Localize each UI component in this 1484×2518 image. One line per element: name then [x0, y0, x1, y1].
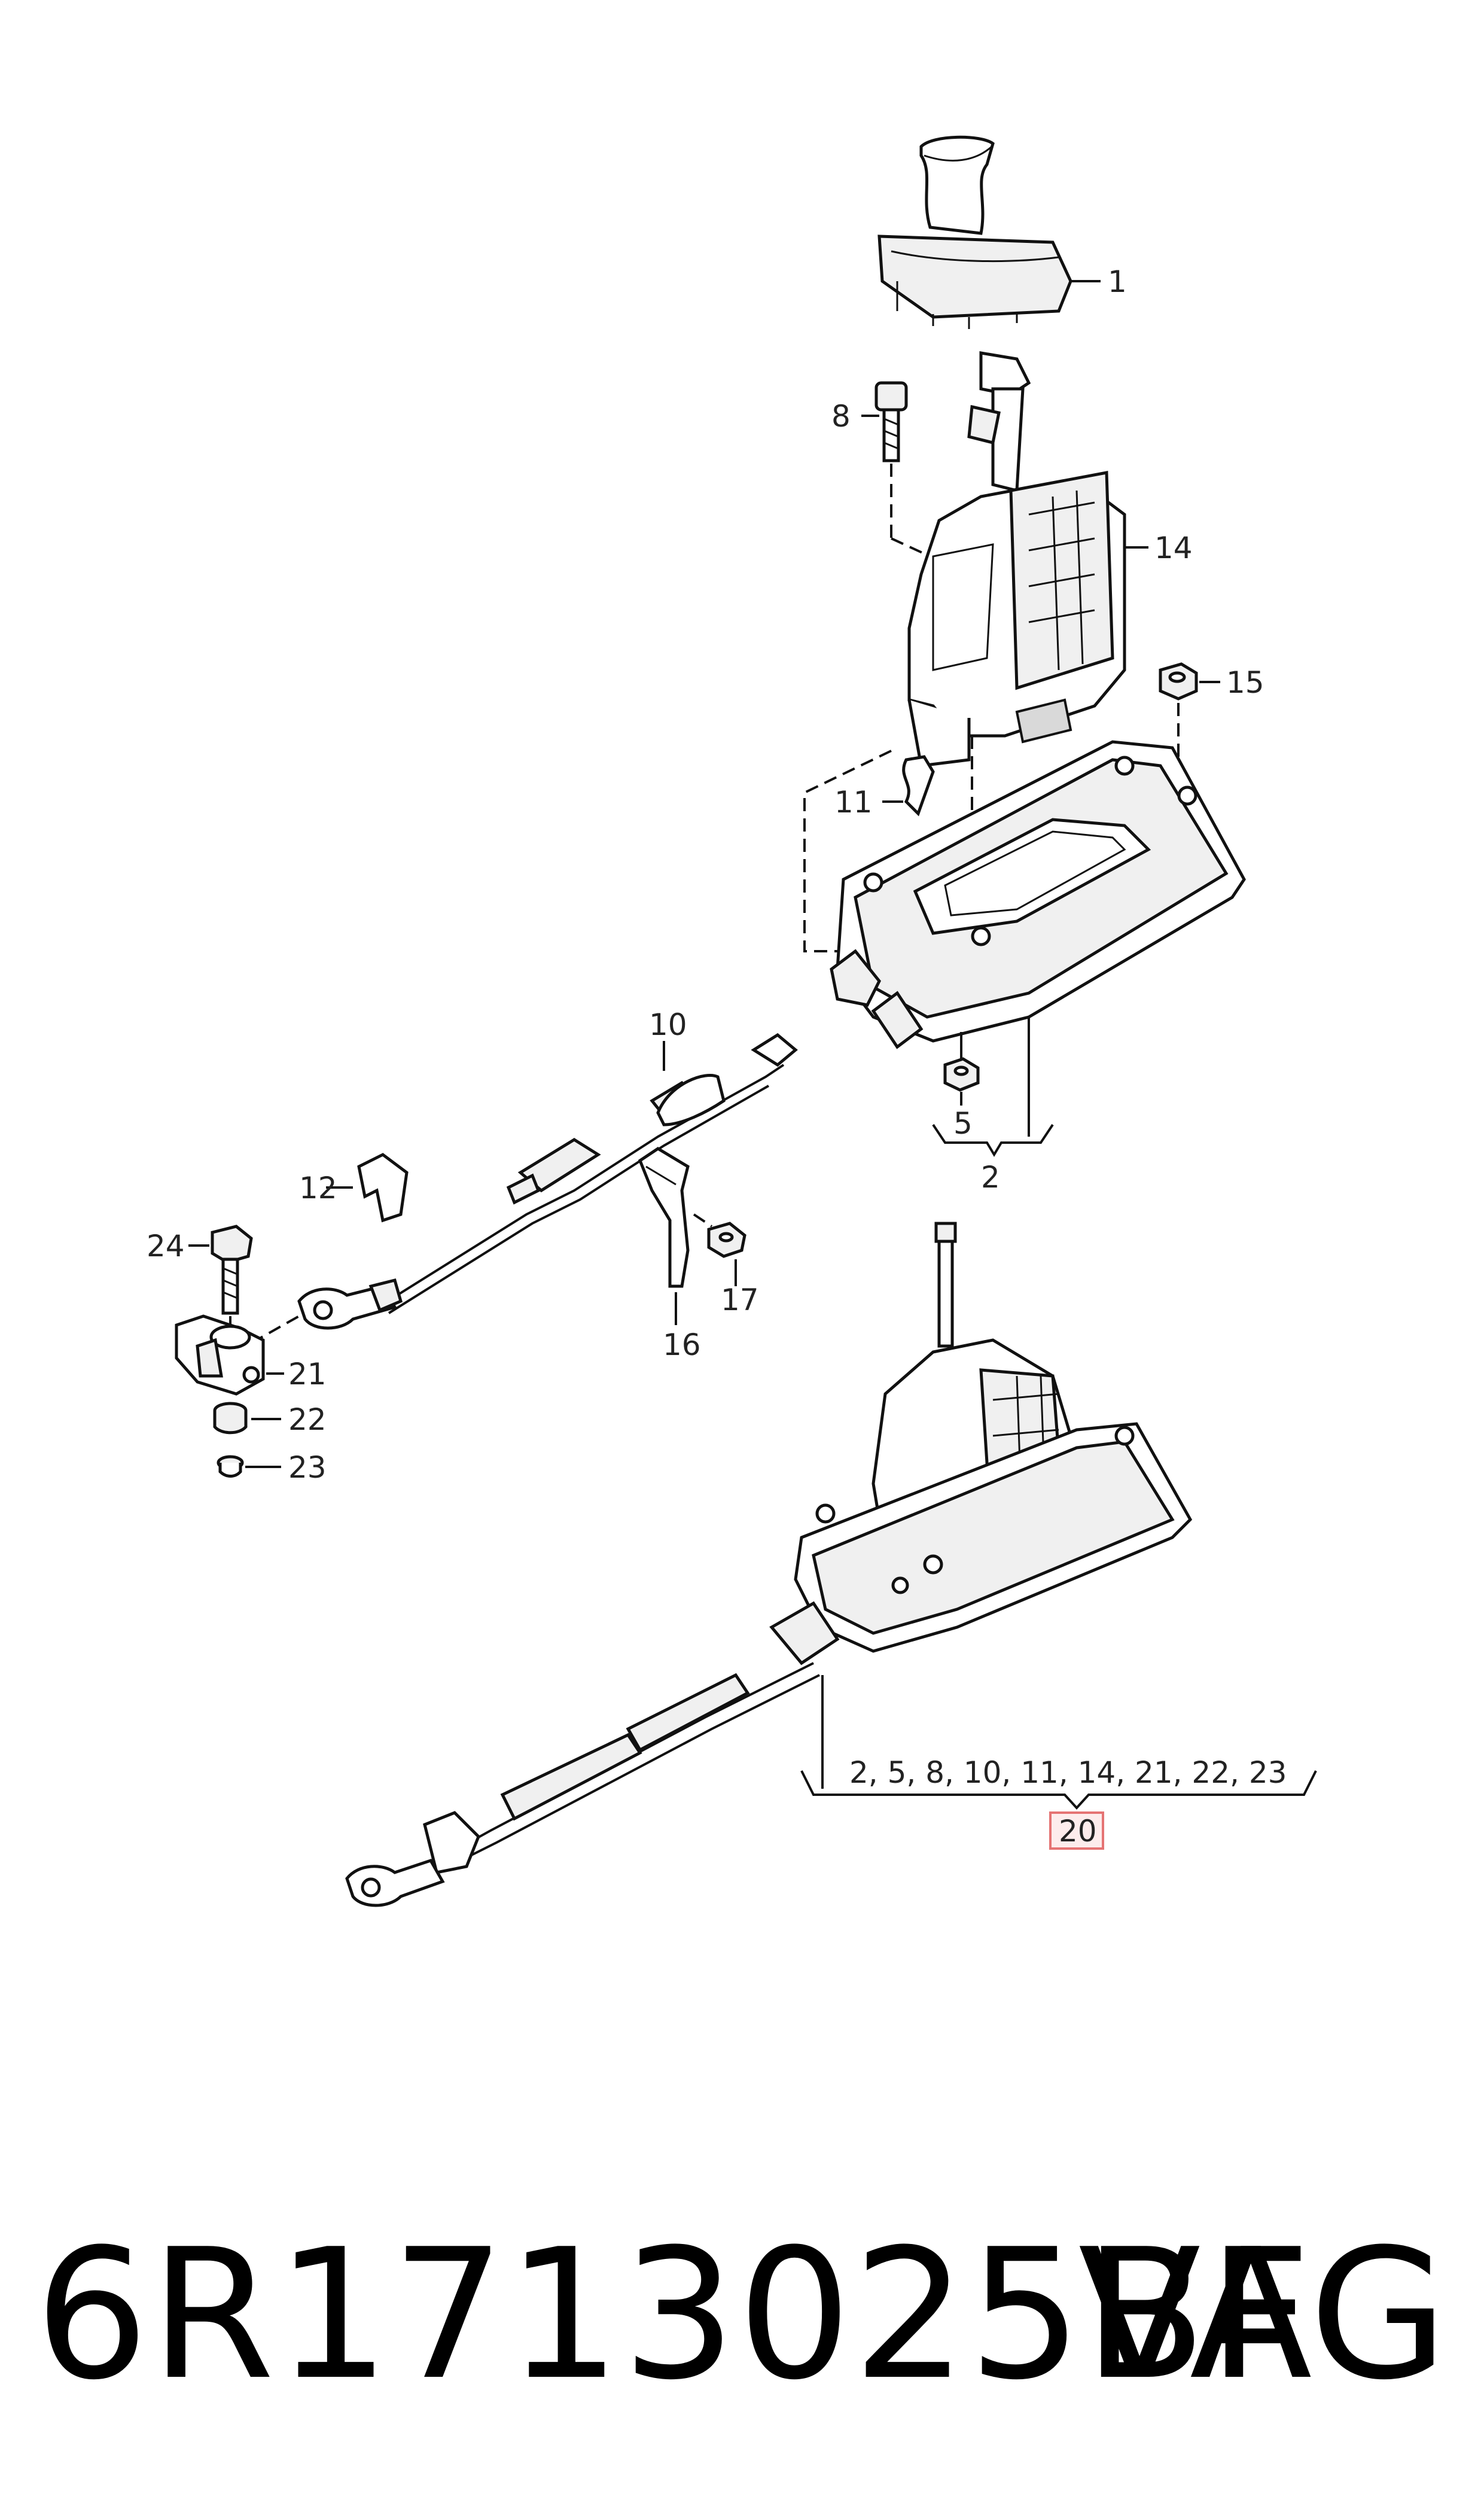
- callout-15: 15: [1226, 665, 1264, 700]
- callout-1: 1: [1108, 264, 1127, 299]
- housing-base-part-2: [830, 740, 1246, 1137]
- brand-caption: VAG: [1078, 2211, 1448, 2419]
- grommet-part-22: [213, 1402, 281, 1435]
- assembly-bracket: [800, 1770, 1317, 1810]
- clip-part-12: [326, 1153, 409, 1223]
- callout-20[interactable]: 20: [1059, 1814, 1097, 1849]
- callout-8: 8: [831, 399, 851, 434]
- shifter-mechanism-part-14: [907, 351, 1148, 768]
- callout-22: 22: [288, 1402, 327, 1437]
- nut-part-17: [693, 1213, 746, 1286]
- callout-14: 14: [1154, 531, 1193, 565]
- callout-5: 5: [953, 1106, 973, 1141]
- washer-part-23: [217, 1455, 281, 1478]
- callout-10: 10: [649, 1007, 687, 1042]
- callout-11: 11: [834, 785, 873, 820]
- callout-23: 23: [288, 1450, 327, 1485]
- group-bracket-2: [932, 1123, 1054, 1157]
- exploded-parts-diagram: 1 8 14 15 11: [147, 135, 1317, 1907]
- callout-21: 21: [288, 1357, 327, 1392]
- assembly-parts-list: 2, 5, 8, 10, 11, 14, 21, 22, 23: [849, 1755, 1287, 1790]
- highlight-box-20: [1049, 1811, 1104, 1850]
- cable-end-eyelet: [251, 1278, 403, 1344]
- bracket-part-16: [638, 1147, 690, 1325]
- callout-17: 17: [721, 1283, 759, 1317]
- clamp-part-21: [175, 1314, 284, 1396]
- callout-16: 16: [663, 1327, 701, 1362]
- nut-part-5: [943, 1032, 980, 1106]
- gear-knob-part-1: [877, 135, 1101, 329]
- complete-shifter-assembly: [345, 1222, 1193, 1907]
- callout-2: 2: [981, 1160, 1000, 1195]
- bolt-part-24: [188, 1225, 253, 1340]
- part-number-caption: 6R1713025BF: [35, 2211, 1312, 2419]
- callout-12: 12: [299, 1171, 337, 1205]
- callout-24: 24: [147, 1229, 185, 1263]
- shift-cable-part-10: [382, 1033, 798, 1314]
